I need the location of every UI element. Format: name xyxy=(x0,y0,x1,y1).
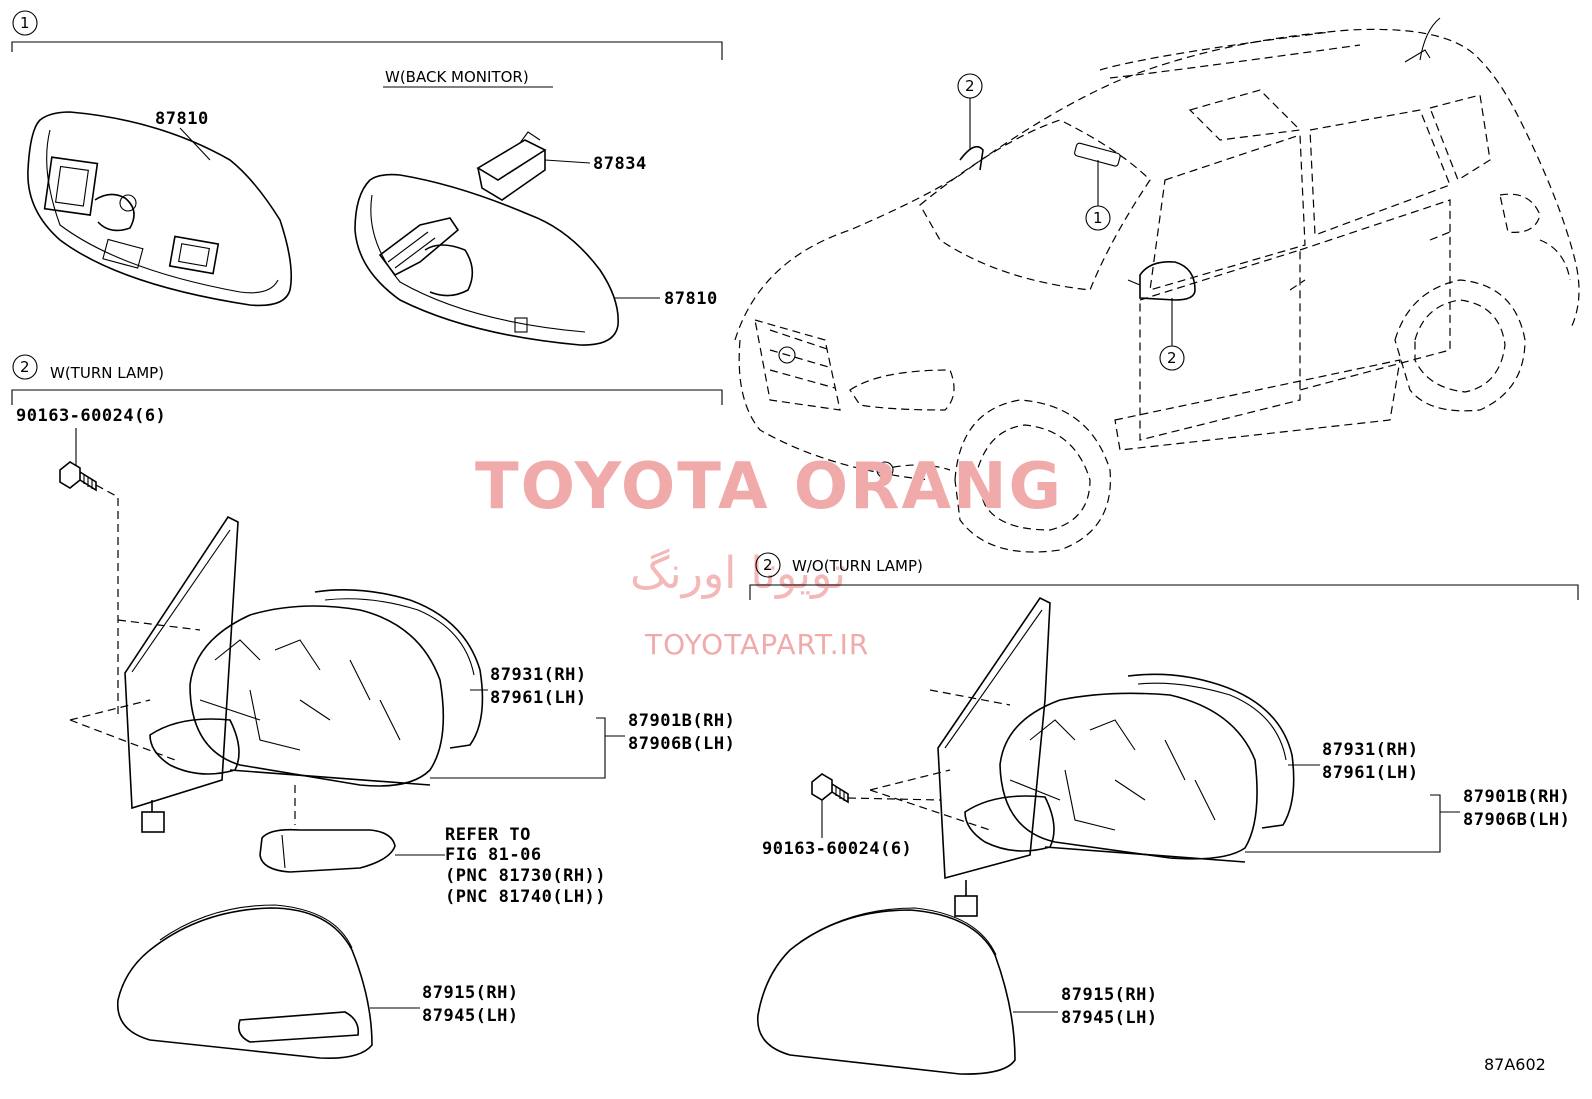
refer-line-1: REFER TO xyxy=(445,825,531,845)
vehicle-drawing xyxy=(734,17,1580,553)
figure-code: 87A602 xyxy=(1484,1055,1546,1074)
label-right-87915rh: 87915(RH) xyxy=(1061,985,1158,1005)
label-right-87961lh: 87961(LH) xyxy=(1322,763,1419,783)
refer-line-3: (PNC 81730(RH)) xyxy=(445,866,606,886)
callout-windshield-num: 2 xyxy=(965,77,975,95)
turn-lamp-drawing xyxy=(259,828,396,873)
label-87810-a: 87810 xyxy=(155,109,209,129)
section-2-noturn-title: W/O(TURN LAMP) xyxy=(792,557,923,575)
label-left-87931rh: 87931(RH) xyxy=(490,665,587,685)
label-left-87906blh: 87906B(LH) xyxy=(628,734,735,754)
callout-side-mirror-num: 2 xyxy=(1167,349,1177,367)
mirror-cover-right-drawing xyxy=(757,907,1016,1075)
section-2-noturn-header: 2 W/O(TURN LAMP) xyxy=(749,552,1579,600)
label-bolt-right: 90163-60024(6) xyxy=(762,839,912,859)
label-left-87961lh: 87961(LH) xyxy=(490,688,587,708)
callout-mirror-lamp-num: 1 xyxy=(1093,209,1103,227)
inner-mirror-drawing-a xyxy=(27,111,293,307)
refer-line-4: (PNC 81740(LH)) xyxy=(445,887,606,907)
watermark-brand-fa: تویوتا اورنگ xyxy=(630,548,846,599)
watermark-brand: TOYOTA ORANG xyxy=(475,450,1063,524)
label-left-87901brh: 87901B(RH) xyxy=(628,711,735,731)
section-2-turn-title: W(TURN LAMP) xyxy=(50,364,164,382)
label-left-87945lh: 87945(LH) xyxy=(422,1006,519,1026)
watermark-url: TOYOTAPART.IR xyxy=(644,628,869,661)
bolt-left-drawing xyxy=(59,461,97,492)
mirror-cover-left-drawing xyxy=(117,904,373,1060)
refer-line-2: FIG 81-06 xyxy=(445,845,542,865)
label-right-87901brh: 87901B(RH) xyxy=(1463,787,1570,807)
callout-mirror-lamp: 1 xyxy=(1085,160,1111,231)
cover-87834-drawing xyxy=(476,131,547,201)
callout-side-mirror: 2 xyxy=(1159,298,1185,371)
label-left-87915rh: 87915(RH) xyxy=(422,983,519,1003)
section-2-turn-marker: 2 xyxy=(20,358,30,376)
inner-mirror-drawing-b xyxy=(354,173,619,346)
section-1-marker: 1 xyxy=(20,14,30,32)
label-right-87931rh: 87931(RH) xyxy=(1322,740,1419,760)
label-right-87945lh: 87945(LH) xyxy=(1061,1008,1158,1028)
section-2-noturn-marker: 2 xyxy=(763,556,773,574)
callout-windshield: 2 xyxy=(957,73,983,150)
outer-mirror-right-drawing xyxy=(869,596,1295,917)
outer-mirror-left-drawing xyxy=(69,515,484,833)
label-87810-b: 87810 xyxy=(664,289,718,309)
label-87834: 87834 xyxy=(593,154,647,174)
label-right-87906blh: 87906B(LH) xyxy=(1463,810,1570,830)
back-monitor-title: W(BACK MONITOR) xyxy=(385,68,529,86)
bolt-right-drawing xyxy=(811,773,849,804)
section-2-turn-header: 2 W(TURN LAMP) xyxy=(11,354,723,405)
label-bolt-left: 90163-60024(6) xyxy=(16,406,166,426)
section-1-header: 1 xyxy=(11,10,723,60)
